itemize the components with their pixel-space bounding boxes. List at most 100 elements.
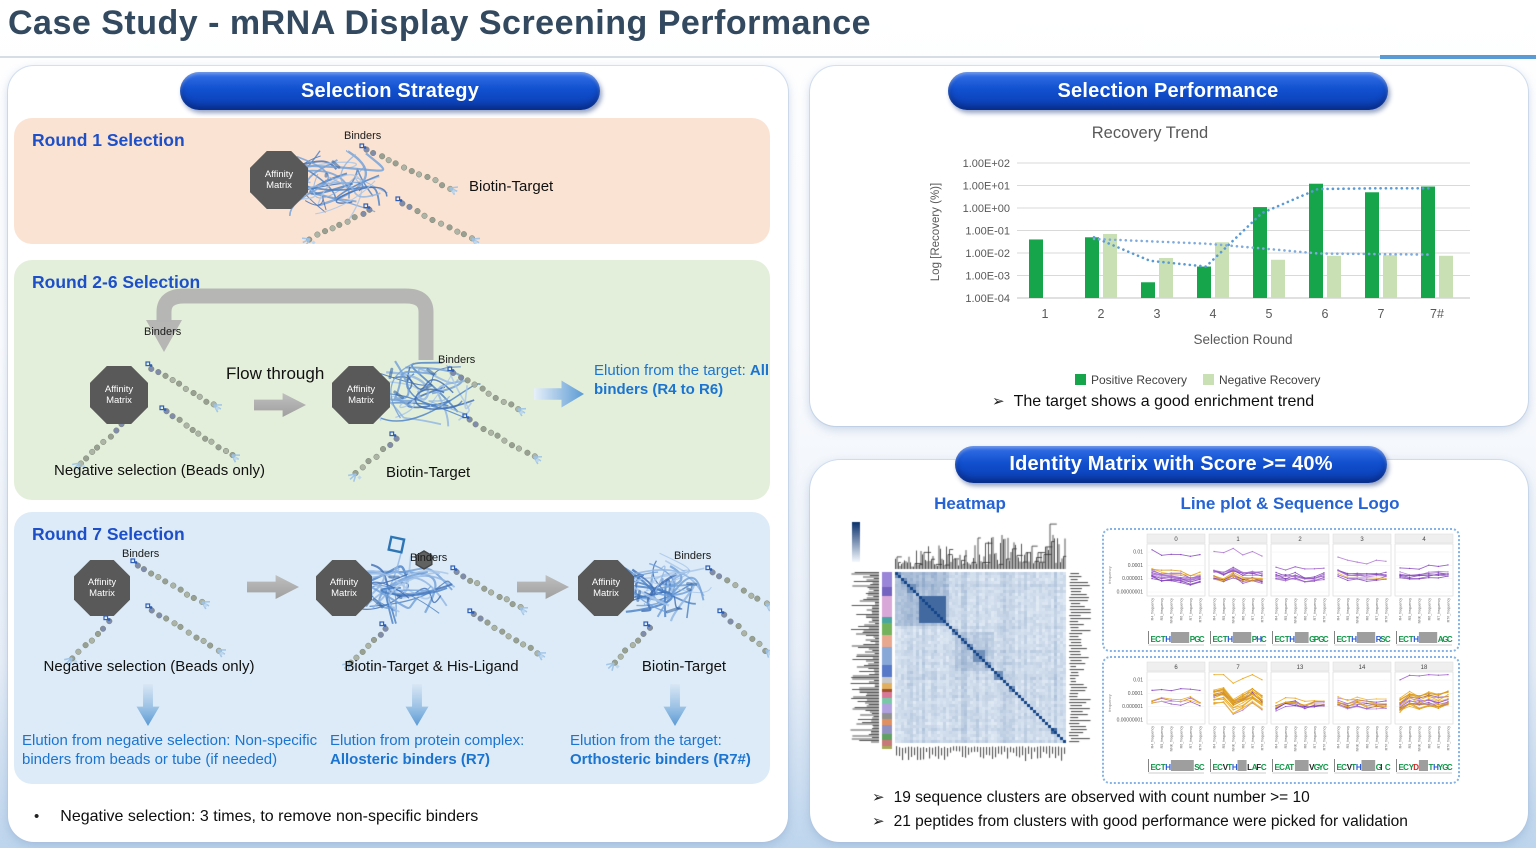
svg-text:NNK_frequency: NNK_frequency [1232, 598, 1236, 624]
svg-text:C: C [1385, 635, 1391, 644]
svg-text:T: T [1285, 635, 1290, 644]
svg-text:R5_frequency: R5_frequency [1408, 726, 1412, 749]
svg-text:T: T [1161, 763, 1166, 772]
svg-text:T: T [1409, 635, 1414, 644]
svg-text:13: 13 [1297, 665, 1304, 671]
svg-text:1.00E-02: 1.00E-02 [965, 248, 1010, 260]
svg-text:R5_frequency: R5_frequency [1346, 726, 1350, 749]
round1-title: Round 1 Selection [32, 130, 185, 150]
svg-text:R4_frequency: R4_frequency [1337, 598, 1341, 621]
svg-text:P: P [1190, 635, 1196, 644]
elution-note: Elution from the target: All binders (R4… [594, 362, 770, 398]
svg-text:R7#_frequency: R7#_frequency [1447, 598, 1451, 623]
svg-text:G: G [1314, 763, 1320, 772]
svg-text:R7#_frequency: R7#_frequency [1385, 598, 1389, 623]
svg-text:V: V [1309, 763, 1315, 772]
svg-text:Negative Recovery: Negative Recovery [1219, 373, 1320, 387]
svg-text:1.00E+02: 1.00E+02 [963, 158, 1010, 170]
svg-text:0.01: 0.01 [1133, 550, 1143, 556]
svg-text:R6_frequency: R6_frequency [1241, 726, 1245, 749]
elution-note: Elution from protein complex: Allosteric… [330, 732, 525, 768]
svg-text:4: 4 [1210, 307, 1217, 321]
identity-matrix-header: Identity Matrix with Score >= 40% [955, 446, 1387, 483]
svg-text:R7_frequency: R7_frequency [1375, 726, 1379, 749]
svg-text:NNK_frequency: NNK_frequency [1418, 598, 1422, 624]
svg-text:C: C [1341, 763, 1347, 772]
svg-text:R6_frequency: R6_frequency [1365, 726, 1369, 749]
elution-note: Elution from negative selection: Non-spe… [22, 732, 318, 768]
svg-text:R6_frequency: R6_frequency [1303, 726, 1307, 749]
recovery-trend-chart: 1.00E-041.00E-031.00E-021.00E-011.00E+00… [930, 158, 1470, 387]
svg-text:NNK_frequency: NNK_frequency [1294, 598, 1298, 624]
svg-text:S: S [1380, 635, 1386, 644]
facet-row-2-chart: frequency0.010.00010.0000010.000000016R4… [1107, 661, 1454, 774]
page-title: Case Study - mRNA Display Screening Perf… [8, 4, 872, 42]
svg-text:G: G [1442, 635, 1448, 644]
svg-text:R7_frequency: R7_frequency [1251, 726, 1255, 749]
svg-text:C: C [1385, 763, 1391, 772]
svg-text:5: 5 [1266, 307, 1273, 321]
svg-text:0.0001: 0.0001 [1128, 691, 1144, 697]
svg-text:NNK_frequency: NNK_frequency [1170, 726, 1174, 752]
svg-text:R4_frequency: R4_frequency [1213, 726, 1217, 749]
svg-text:1.00E+01: 1.00E+01 [963, 181, 1010, 193]
svg-text:R4_frequency: R4_frequency [1151, 598, 1155, 621]
svg-text:0.0001: 0.0001 [1128, 563, 1144, 569]
svg-text:NNK_frequency: NNK_frequency [1232, 726, 1236, 752]
svg-text:14: 14 [1359, 665, 1366, 671]
svg-text:R4_frequency: R4_frequency [1213, 598, 1217, 621]
svg-text:C: C [1279, 635, 1285, 644]
svg-text:2: 2 [1098, 307, 1105, 321]
svg-text:R6_frequency: R6_frequency [1427, 726, 1431, 749]
svg-text:0: 0 [1174, 537, 1178, 543]
svg-text:T: T [1289, 763, 1294, 772]
svg-text:T: T [1223, 635, 1228, 644]
svg-text:C: C [1217, 635, 1223, 644]
identity-matrix-card: Identity Matrix with Score >= 40% Heatma… [810, 446, 1528, 842]
svg-text:R5_frequency: R5_frequency [1284, 726, 1288, 749]
enrichment-note: ➢ The target shows a good enrichment tre… [992, 393, 1315, 410]
svg-text:Positive Recovery: Positive Recovery [1091, 373, 1187, 387]
svg-text:R7#_frequency: R7#_frequency [1199, 726, 1203, 751]
affinity-matrix-octagon: Affinity Matrix [74, 560, 130, 616]
selection-strategy-card: Selection Strategy Round 1 Selection Aff… [8, 66, 788, 842]
svg-text:T: T [1351, 763, 1356, 772]
svg-text:C: C [1447, 763, 1453, 772]
svg-text:7: 7 [1378, 307, 1385, 321]
svg-text:V: V [1223, 763, 1229, 772]
arrow-bullet-icon: ➢ [992, 393, 1005, 410]
svg-text:E: E [1399, 635, 1405, 644]
svg-text:C: C [1447, 635, 1453, 644]
svg-text:NNK_frequency: NNK_frequency [1356, 726, 1360, 752]
svg-text:3: 3 [1360, 537, 1364, 543]
svg-text:R7_frequency: R7_frequency [1437, 726, 1441, 749]
svg-text:NNK_frequency: NNK_frequency [1170, 598, 1174, 624]
svg-text:NNK_frequency: NNK_frequency [1356, 598, 1360, 624]
svg-text:Y: Y [1438, 763, 1444, 772]
svg-text:R4_frequency: R4_frequency [1275, 726, 1279, 749]
svg-text:R7#_frequency: R7#_frequency [1199, 598, 1203, 623]
svg-text:Y: Y [1318, 763, 1324, 772]
svg-text:R4_frequency: R4_frequency [1337, 726, 1341, 749]
title-divider [0, 56, 1380, 58]
svg-text:T: T [1161, 635, 1166, 644]
round7-title: Round 7 Selection [32, 524, 185, 544]
svg-text:1.00E+00: 1.00E+00 [963, 203, 1010, 215]
recovery-trend-title: Recovery Trend [1091, 124, 1209, 142]
svg-text:C: C [1279, 763, 1285, 772]
svg-text:D: D [1413, 763, 1419, 772]
biotin-target-label: Biotin-Target [469, 178, 554, 195]
peptides-note: ➢ 21 peptides from clusters with good pe… [872, 813, 1408, 830]
flow-through-label: Flow through [226, 364, 325, 383]
svg-text:H: H [1232, 763, 1238, 772]
binders-label: Binders [144, 326, 182, 338]
svg-text:E: E [1213, 635, 1219, 644]
svg-text:frequency: frequency [1107, 694, 1112, 712]
svg-text:R4_frequency: R4_frequency [1275, 598, 1279, 621]
svg-text:R6_frequency: R6_frequency [1303, 598, 1307, 621]
svg-text:R7#_frequency: R7#_frequency [1323, 598, 1327, 623]
svg-text:F: F [1256, 763, 1261, 772]
svg-text:G: G [1442, 763, 1448, 772]
svg-text:1.00E-03: 1.00E-03 [965, 271, 1010, 283]
